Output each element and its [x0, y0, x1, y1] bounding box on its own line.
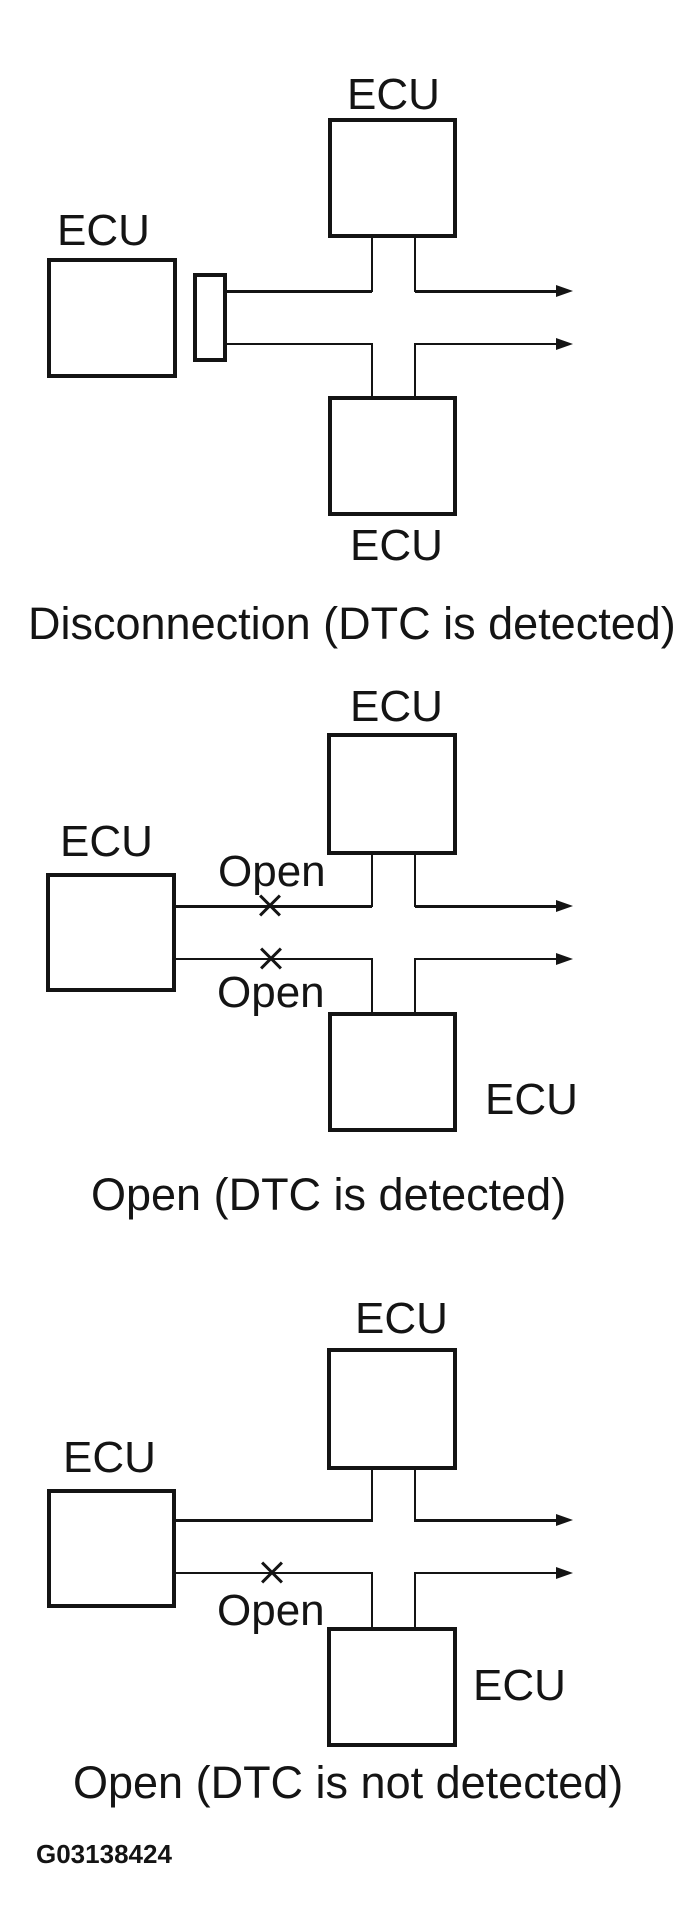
arrow-right-icon — [556, 1514, 573, 1526]
open-break-mark — [259, 1560, 285, 1586]
bus-wire-1 — [415, 1519, 557, 1522]
ecu-label-top: ECU — [350, 682, 443, 731]
ecu-label-left: ECU — [57, 206, 150, 255]
stub-wire — [414, 1468, 416, 1522]
ecu-box-bottom — [328, 396, 457, 516]
stub-wire — [414, 343, 416, 398]
stub-wire — [414, 1572, 416, 1629]
open-label-bottom: Open — [217, 968, 325, 1017]
arrow-right-icon — [556, 338, 573, 350]
figure-id: G03138424 — [36, 1839, 172, 1869]
diagram-disconnection: ECU ECU ECU Disconnection (DTC is detect… — [0, 0, 679, 660]
stub-wire — [414, 236, 416, 292]
bus-wire-1 — [415, 905, 557, 908]
diagram-caption: Open (DTC is not detected) — [73, 1757, 624, 1808]
open-break-mark — [257, 893, 283, 919]
ecu-label-left: ECU — [60, 817, 153, 866]
ecu-label-top: ECU — [355, 1294, 448, 1343]
ecu-label-bottom: ECU — [485, 1075, 578, 1124]
bus-wire-2 — [415, 1572, 557, 1574]
bus-wire-2 — [415, 343, 557, 345]
ecu-box-top — [328, 118, 457, 238]
arrow-right-icon — [556, 1567, 573, 1579]
bus-wire-1 — [176, 1519, 372, 1522]
disconnected-connector — [193, 273, 227, 362]
ecu-label-bottom: ECU — [350, 521, 443, 570]
diagram-caption: Open (DTC is detected) — [91, 1169, 567, 1220]
ecu-box-top — [327, 733, 457, 855]
bus-wire-1 — [227, 290, 372, 293]
diagram-open-detected: ECU ECU ECU Open Open Open (DTC is detec… — [0, 660, 679, 1230]
diagram-open-not-detected: ECU ECU ECU Open Open (DTC is not detect… — [0, 1275, 679, 1922]
open-label-top: Open — [218, 847, 326, 896]
diagram-caption: Disconnection (DTC is detected) — [28, 598, 676, 649]
open-label: Open — [217, 1586, 325, 1635]
open-break-mark — [258, 946, 284, 972]
ecu-box-bottom — [328, 1012, 457, 1132]
bus-wire-2 — [227, 343, 372, 345]
ecu-box-left — [46, 873, 176, 992]
bus-wire-1 — [415, 290, 557, 293]
arrow-right-icon — [556, 953, 573, 965]
stub-wire — [414, 853, 416, 907]
ecu-label-left: ECU — [63, 1433, 156, 1482]
stub-wire — [371, 1572, 373, 1629]
stub-wire — [371, 853, 373, 907]
stub-wire — [371, 958, 373, 1014]
stub-wire — [371, 236, 373, 292]
ecu-label-bottom: ECU — [473, 1661, 566, 1710]
bus-wire-2 — [415, 958, 557, 960]
ecu-box-bottom — [327, 1627, 457, 1747]
arrow-right-icon — [556, 900, 573, 912]
ecu-box-left — [47, 1489, 176, 1608]
stub-wire — [371, 1468, 373, 1522]
ecu-box-left — [47, 258, 177, 378]
stub-wire — [414, 958, 416, 1014]
ecu-box-top — [327, 1348, 457, 1470]
stub-wire — [371, 343, 373, 398]
ecu-label-top: ECU — [347, 70, 440, 119]
arrow-right-icon — [556, 285, 573, 297]
